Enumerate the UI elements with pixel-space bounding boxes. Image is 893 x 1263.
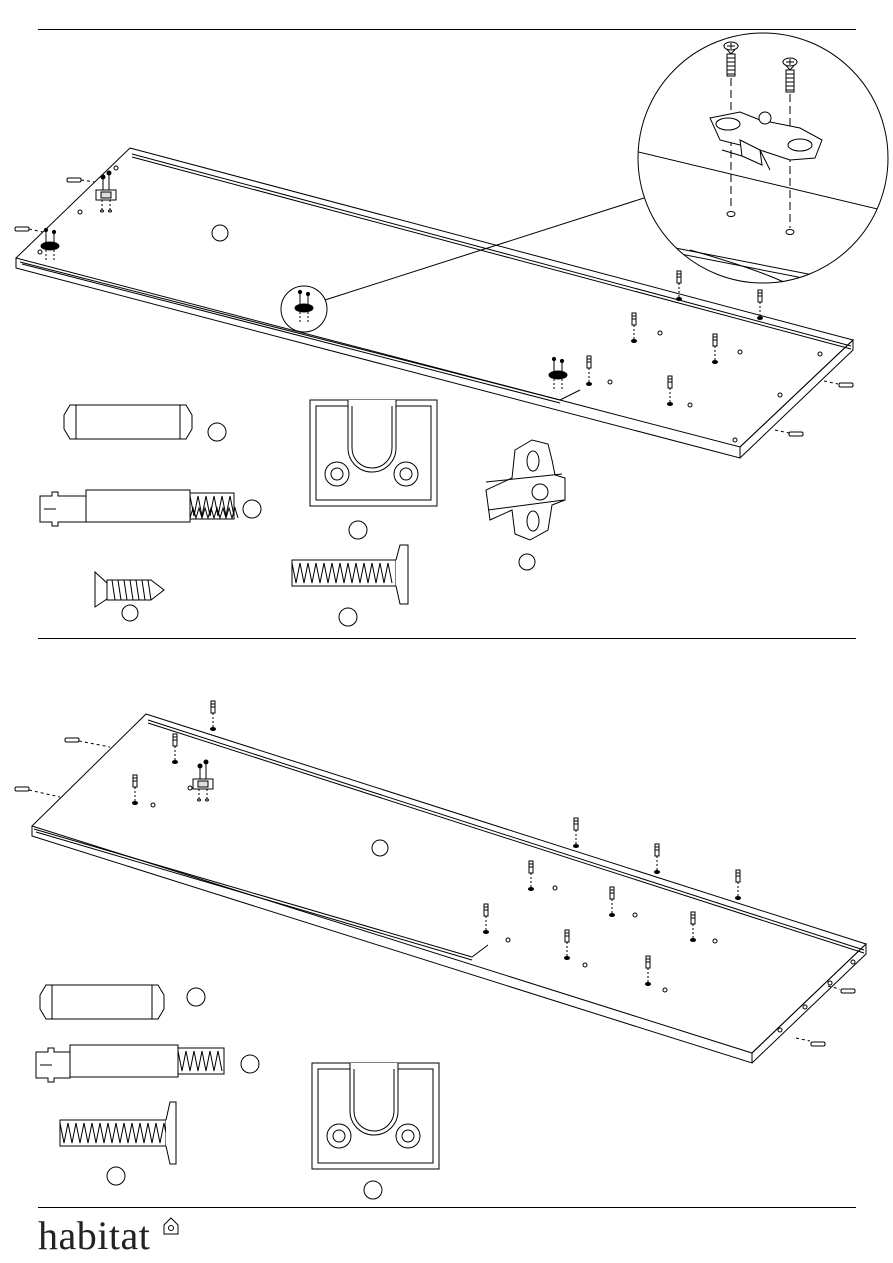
- brand-logo: habitat: [38, 1212, 150, 1259]
- house-icon: [164, 1218, 178, 1234]
- parts-legend-b: [36, 985, 439, 1199]
- parts-legend-a: [40, 400, 565, 626]
